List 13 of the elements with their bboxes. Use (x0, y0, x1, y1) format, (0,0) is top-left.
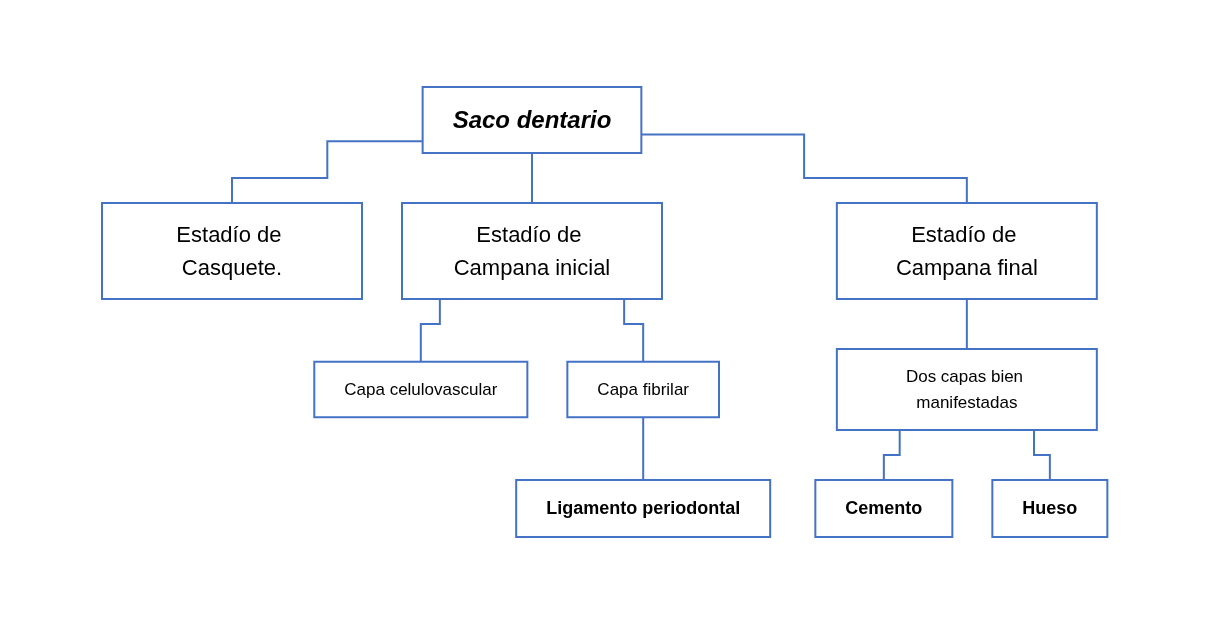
node-box: Cemento (814, 479, 954, 538)
connector (530, 152, 533, 204)
node-box: Hueso (991, 479, 1109, 538)
node-box: Saco dentario (421, 86, 643, 154)
node-box: Dos capas bien manifestadas (835, 348, 1098, 431)
node-box: Estadío de Campana inicial (400, 202, 663, 300)
connector (965, 298, 968, 350)
node-box: Estadío de Casquete. (100, 202, 363, 300)
node-box: Ligamento periodontal (515, 479, 771, 538)
node-box: Capa fibrilar (566, 360, 720, 419)
node-box: Estadío de Campana final (835, 202, 1098, 300)
connector (642, 416, 644, 481)
node-box: Capa celulovascular (313, 360, 529, 419)
